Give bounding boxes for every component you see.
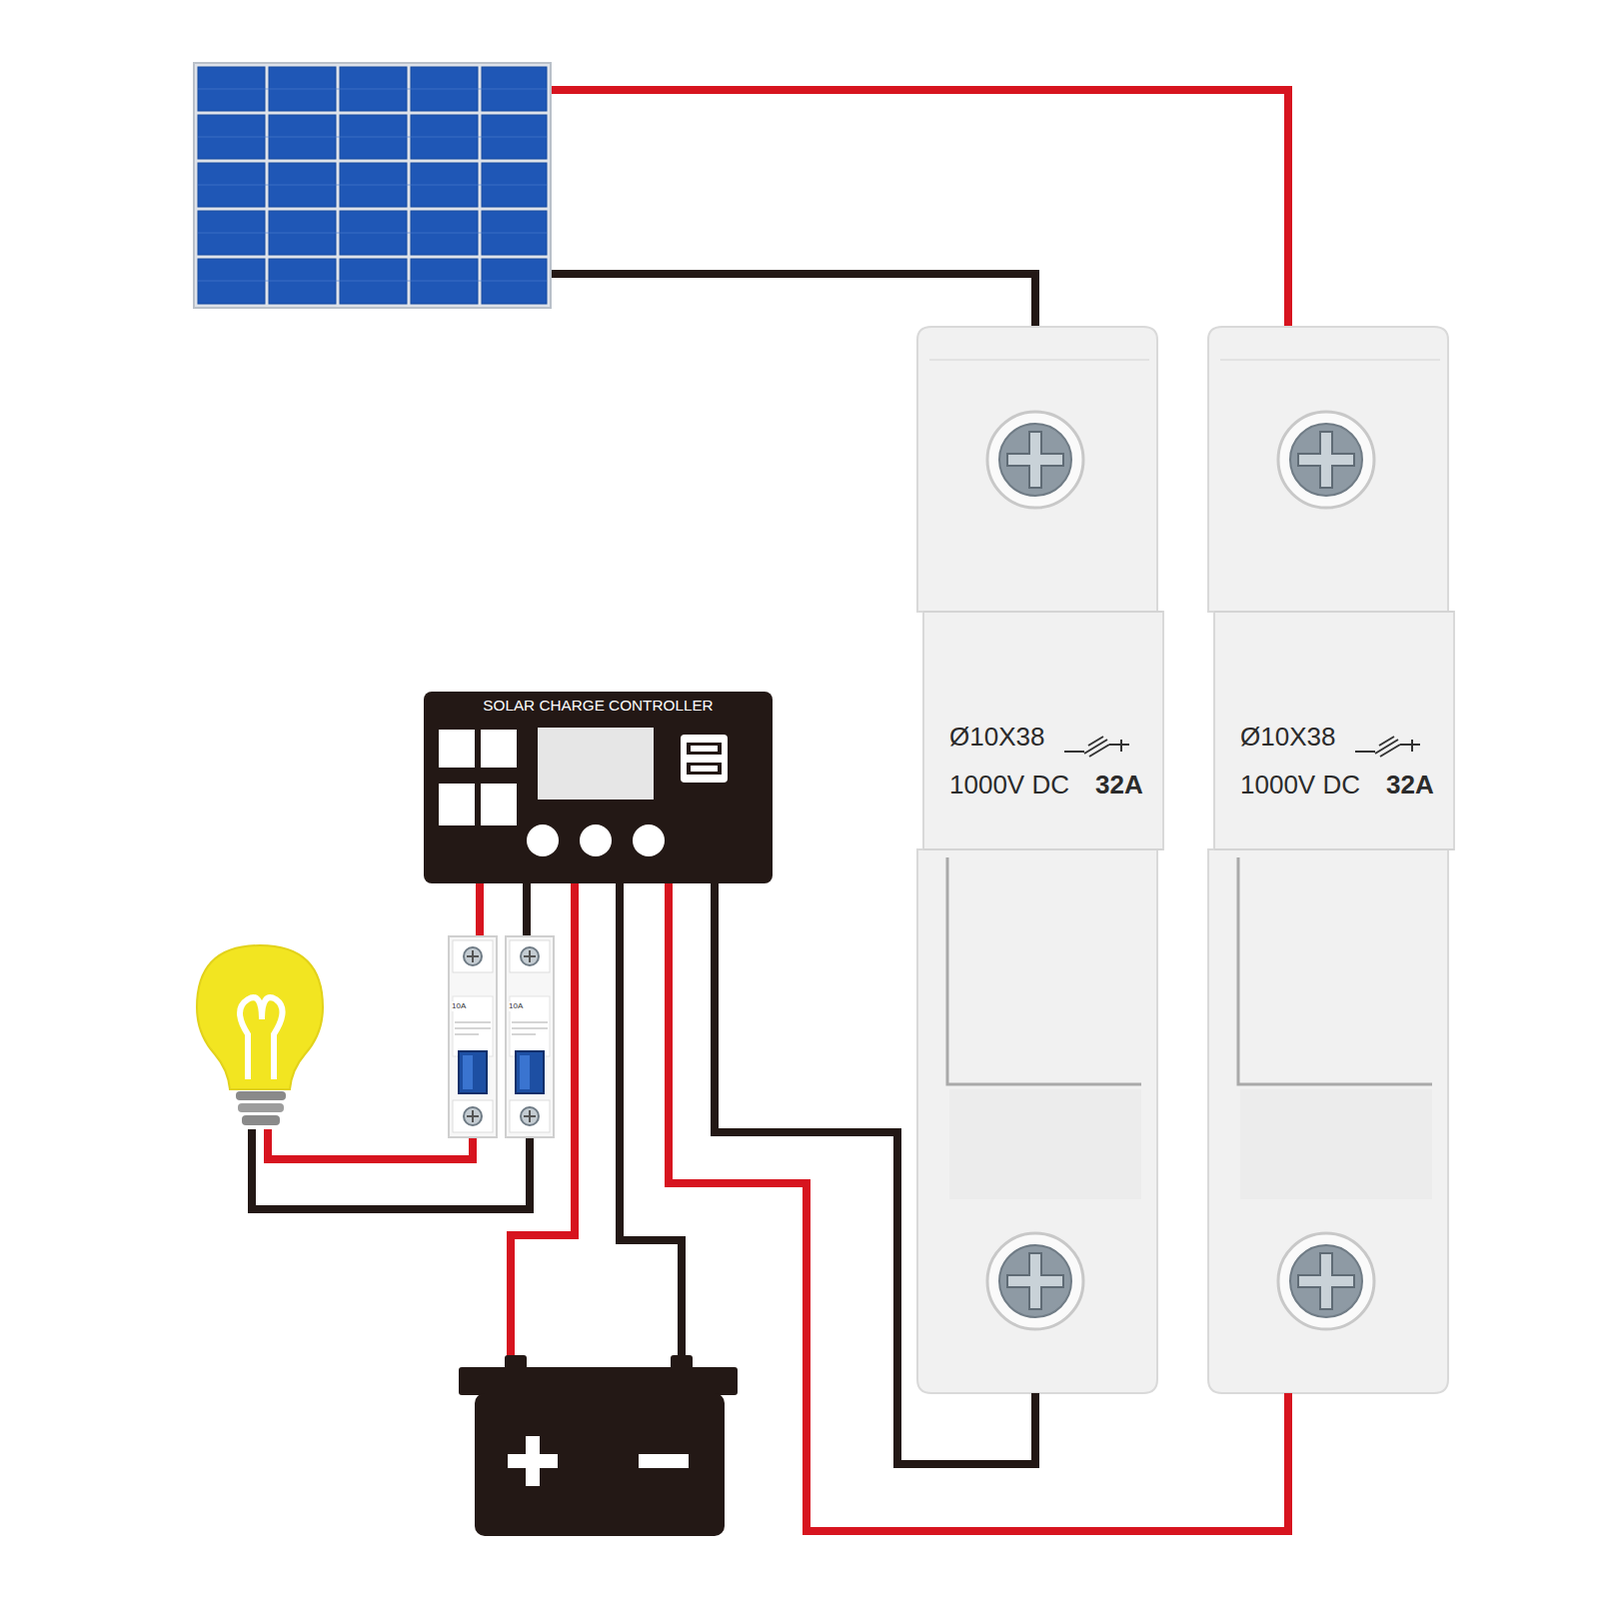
wire xyxy=(668,883,1289,1532)
fuse-size: Ø10X38 xyxy=(949,721,1045,753)
wire xyxy=(714,883,1036,1465)
fuse-holder xyxy=(1208,326,1455,1394)
light-bulb xyxy=(196,945,323,1126)
breaker-rating: 10A xyxy=(508,1001,523,1012)
battery xyxy=(458,1355,738,1537)
solar-panel xyxy=(193,62,551,308)
circuit-breaker xyxy=(448,936,497,1138)
voltage-rating: 1000V DC xyxy=(949,769,1070,801)
current-rating: 32A xyxy=(1095,769,1144,801)
fuse-holder-box: Ø10X38 1000V DC 32A xyxy=(913,324,1164,1394)
charge-controller xyxy=(423,691,773,884)
controller-title: SOLAR CHARGE CONTROLLER xyxy=(423,696,773,715)
voltage-rating: 1000V DC xyxy=(1240,769,1361,801)
fuse-holder-box: Ø10X38 1000V DC 32A xyxy=(1204,324,1455,1394)
fuse-holder xyxy=(917,326,1164,1394)
controller-box: SOLAR CHARGE CONTROLLER xyxy=(423,691,773,884)
fuse-size: Ø10X38 xyxy=(1240,721,1336,753)
circuit-breaker xyxy=(505,936,554,1138)
current-rating: 32A xyxy=(1386,769,1435,801)
breaker-rating: 10A xyxy=(451,1001,466,1012)
